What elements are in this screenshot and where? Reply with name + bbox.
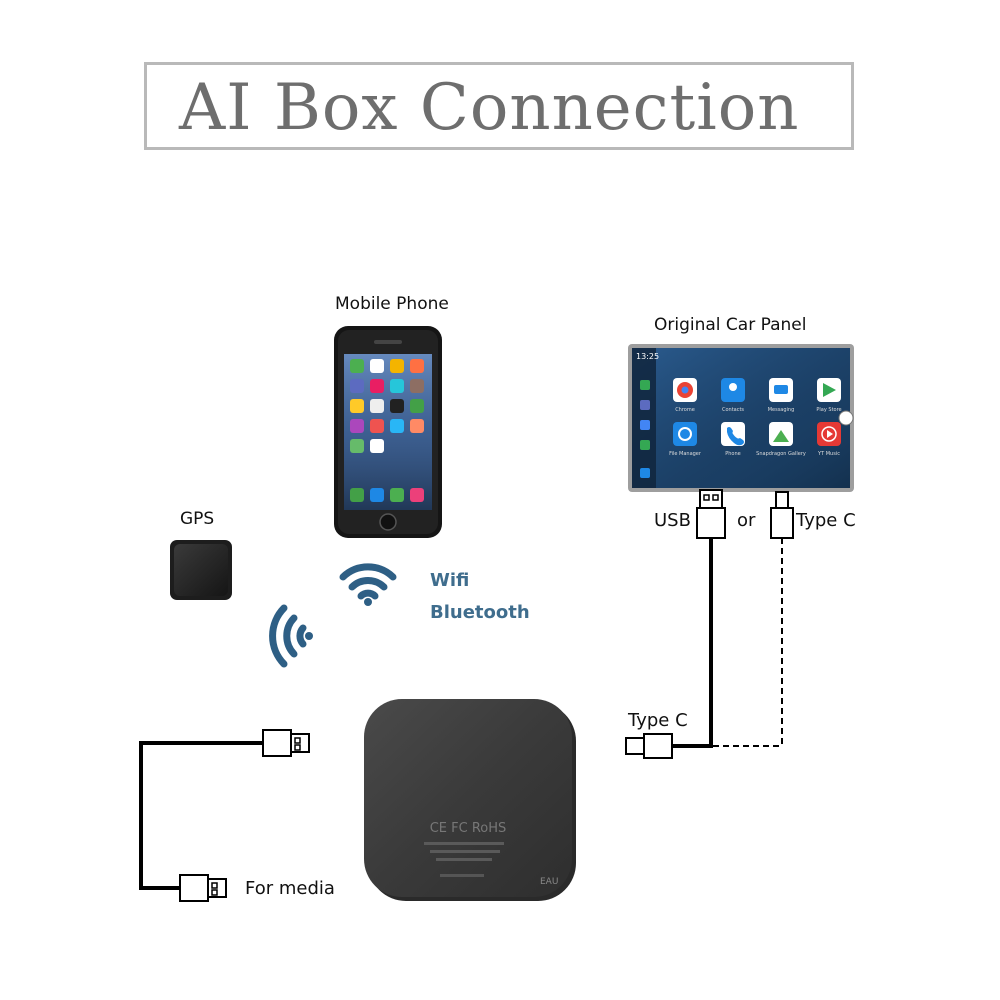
car-app-label: Messaging xyxy=(768,407,795,413)
phone-app-grid xyxy=(350,359,424,502)
car-panel-label: Original Car Panel xyxy=(654,315,807,335)
media-usb-cable xyxy=(139,729,310,902)
page-title: AI Box Connection xyxy=(179,71,800,145)
car-app-label: YT Music xyxy=(817,451,840,457)
car-app-contacts xyxy=(721,378,745,402)
car-app-label: Phone xyxy=(725,451,741,457)
car-app-file-manager xyxy=(673,422,697,446)
bluetooth-signal-icon xyxy=(269,604,313,668)
car-app-yt-music xyxy=(817,422,841,446)
for-media-label: For media xyxy=(245,878,335,899)
car-app-chrome xyxy=(673,378,697,402)
or-label: or xyxy=(737,510,756,531)
car-app-phone xyxy=(721,422,745,446)
ai-box: CE FC RoHS EAU xyxy=(364,699,576,901)
car-app-label: File Manager xyxy=(669,451,702,457)
car-app-play-store xyxy=(817,378,841,402)
gps-module xyxy=(170,540,232,600)
car-panel-clock: 13:25 xyxy=(636,352,659,361)
car-app-label: Snapdragon Gallery xyxy=(756,451,806,457)
ai-box-markings: CE FC RoHS xyxy=(430,821,507,836)
car-app-messaging xyxy=(769,378,793,402)
ai-box-model: EAU xyxy=(540,877,558,887)
car-app-label: Play Store xyxy=(816,407,841,413)
car-panel: 13:25 xyxy=(628,344,854,492)
car-app-gallery xyxy=(769,422,793,446)
car-app-label: Chrome xyxy=(675,407,695,413)
car-app-label: Contacts xyxy=(722,407,744,413)
gps-label: GPS xyxy=(180,509,215,529)
type-c-plug-box-side xyxy=(625,733,673,759)
usb-label: USB xyxy=(654,510,691,531)
wifi-label: Wifi xyxy=(430,570,470,591)
type-c-top-label: Type C xyxy=(796,510,856,531)
title-box: AI Box Connection xyxy=(144,62,854,150)
bluetooth-label: Bluetooth xyxy=(430,602,530,623)
usb-cable xyxy=(670,489,726,748)
type-c-cable-optional xyxy=(713,491,794,747)
mobile-phone-label: Mobile Phone xyxy=(335,294,449,314)
mobile-phone xyxy=(334,326,442,538)
wifi-icon xyxy=(339,563,397,606)
type-c-bottom-label: Type C xyxy=(628,710,688,731)
